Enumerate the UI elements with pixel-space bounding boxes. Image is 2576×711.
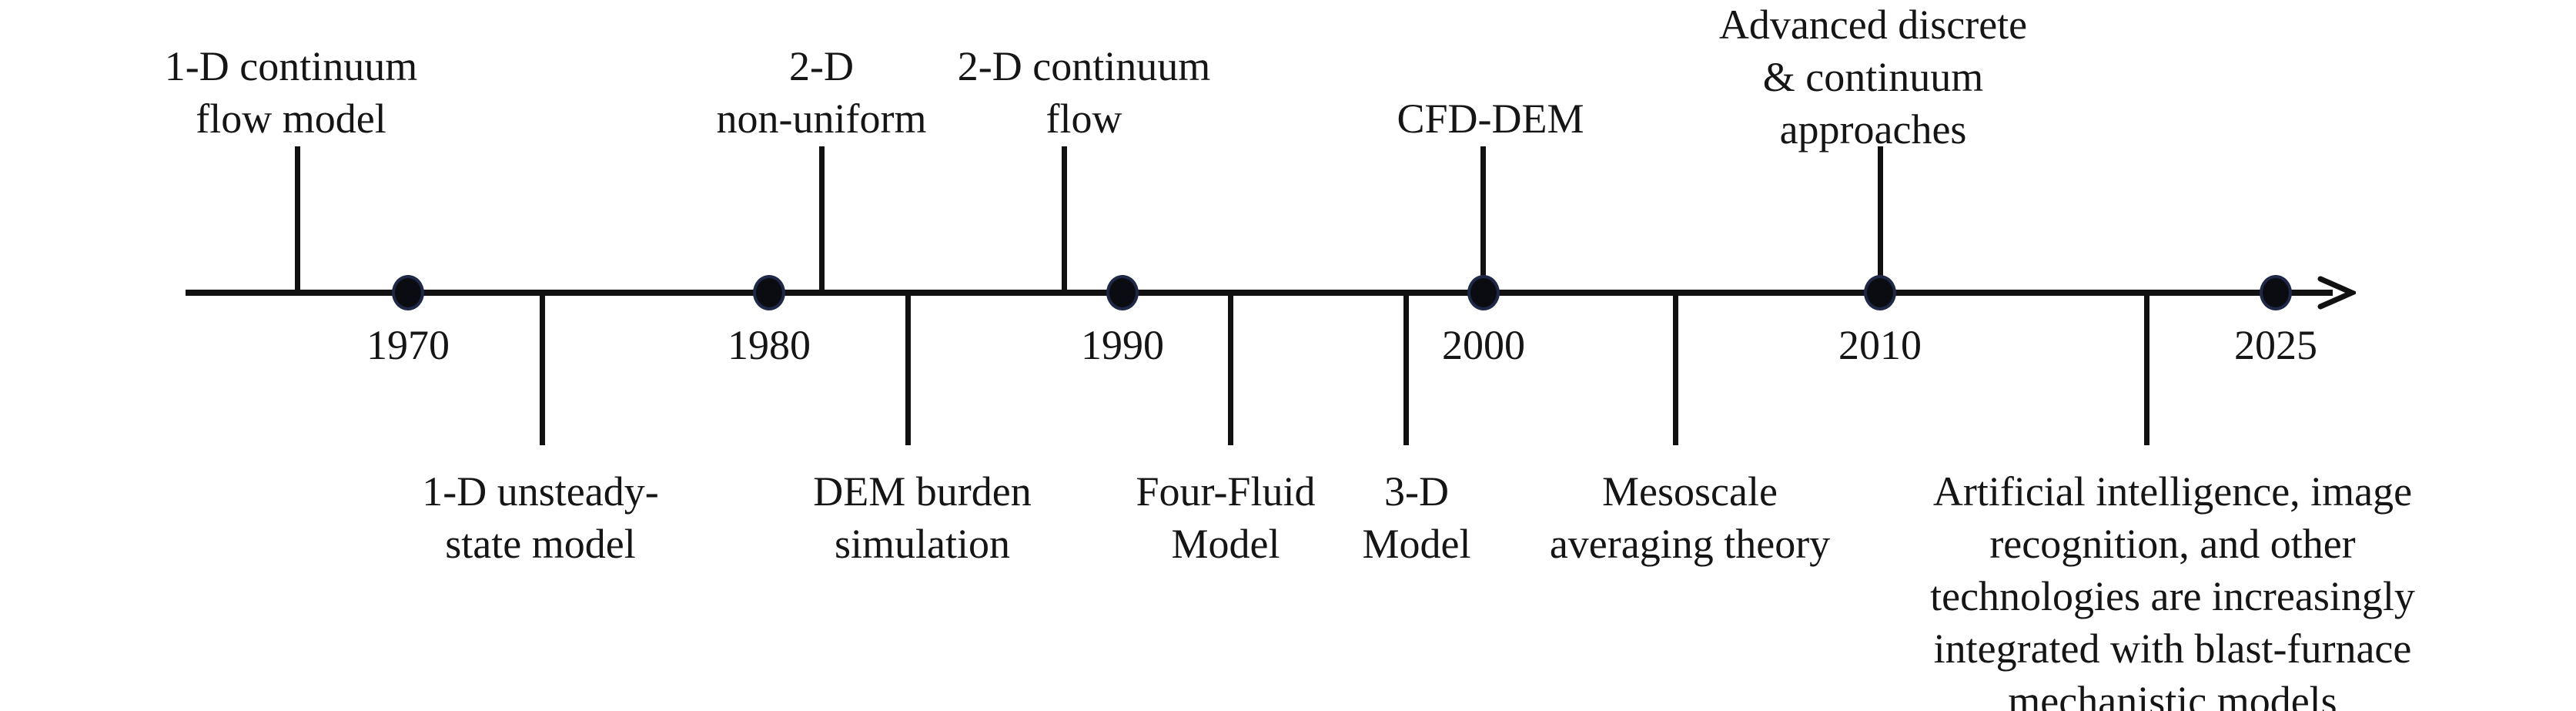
- event-label-line: state model: [445, 521, 636, 567]
- year-label: 1990: [1081, 322, 1164, 368]
- event-tick: [1672, 293, 1678, 445]
- event-label-line: flow: [1045, 96, 1122, 142]
- event-tick: [905, 293, 911, 445]
- event-label-line: 3-D: [1384, 468, 1449, 515]
- event-label-line: & continuum: [1762, 54, 1984, 100]
- event-label-line: approaches: [1779, 106, 1967, 153]
- timeline-axis: [186, 290, 2333, 296]
- event-label: DEM burden simulation: [813, 465, 1031, 570]
- event-label-line: 1-D continuum: [164, 43, 418, 89]
- event-tick: [1877, 146, 1883, 294]
- event-label: Mesoscale averaging theory: [1550, 465, 1830, 570]
- event-label-line: Advanced discrete: [1718, 2, 2028, 48]
- year-dot: [392, 275, 424, 310]
- event-label-line: simulation: [834, 521, 1010, 567]
- event-label-line: 2-D: [789, 43, 854, 89]
- event-label: 2-D continuum flow: [958, 40, 1210, 145]
- year-label: 2010: [1838, 322, 1922, 368]
- event-label-line: Artificial intelligence, image: [1932, 468, 2413, 515]
- event-label-line: averaging theory: [1549, 521, 1831, 567]
- event-label-line: flow model: [196, 96, 386, 142]
- event-label-line: CFD-DEM: [1397, 96, 1584, 142]
- year-label: 2000: [1442, 322, 1525, 368]
- event-tick: [1403, 293, 1409, 445]
- event-tick: [1227, 293, 1233, 445]
- event-tick: [2143, 293, 2149, 445]
- year-label: 2025: [2234, 322, 2317, 368]
- event-label-line: non-uniform: [716, 96, 927, 142]
- event-tick: [294, 146, 300, 294]
- event-label: 1-D continuum flow model: [165, 40, 417, 145]
- event-tick: [818, 146, 825, 294]
- event-label-line: Four-Fluid: [1136, 468, 1316, 515]
- axis-arrowhead-icon: [2317, 276, 2356, 310]
- year-dot: [2260, 275, 2292, 310]
- year-dot: [1106, 275, 1139, 310]
- event-label: Advanced discrete & continuum approaches: [1719, 0, 2027, 156]
- event-label-line: mechanistic models: [2008, 678, 2337, 711]
- year-label: 1980: [728, 322, 811, 368]
- year-dot: [753, 275, 785, 310]
- event-label-line: integrated with blast-furnace: [1933, 625, 2412, 672]
- event-label-line: Model: [1171, 521, 1280, 567]
- year-label: 1970: [366, 322, 450, 368]
- event-label: CFD-DEM: [1397, 92, 1584, 145]
- event-label-line: technologies are increasingly: [1930, 573, 2415, 619]
- event-label-line: DEM burden: [813, 468, 1032, 515]
- year-dot: [1864, 275, 1896, 310]
- event-label-line: Model: [1362, 521, 1471, 567]
- event-label-line: 2-D continuum: [957, 43, 1211, 89]
- event-label: 2-D non-uniform: [717, 40, 927, 145]
- event-tick: [1480, 146, 1486, 294]
- event-label: 3-D Model: [1363, 465, 1471, 570]
- event-label-line: recognition, and other: [1989, 521, 2356, 567]
- event-tick: [539, 293, 545, 445]
- event-label-line: Mesoscale: [1602, 468, 1778, 515]
- event-tick: [1061, 146, 1067, 294]
- year-dot: [1467, 275, 1500, 310]
- event-label-line: 1-D unsteady-: [422, 468, 659, 515]
- event-label: 1-D unsteady-state model: [422, 465, 658, 570]
- event-label: Artificial intelligence, image recognitio…: [1930, 465, 2415, 711]
